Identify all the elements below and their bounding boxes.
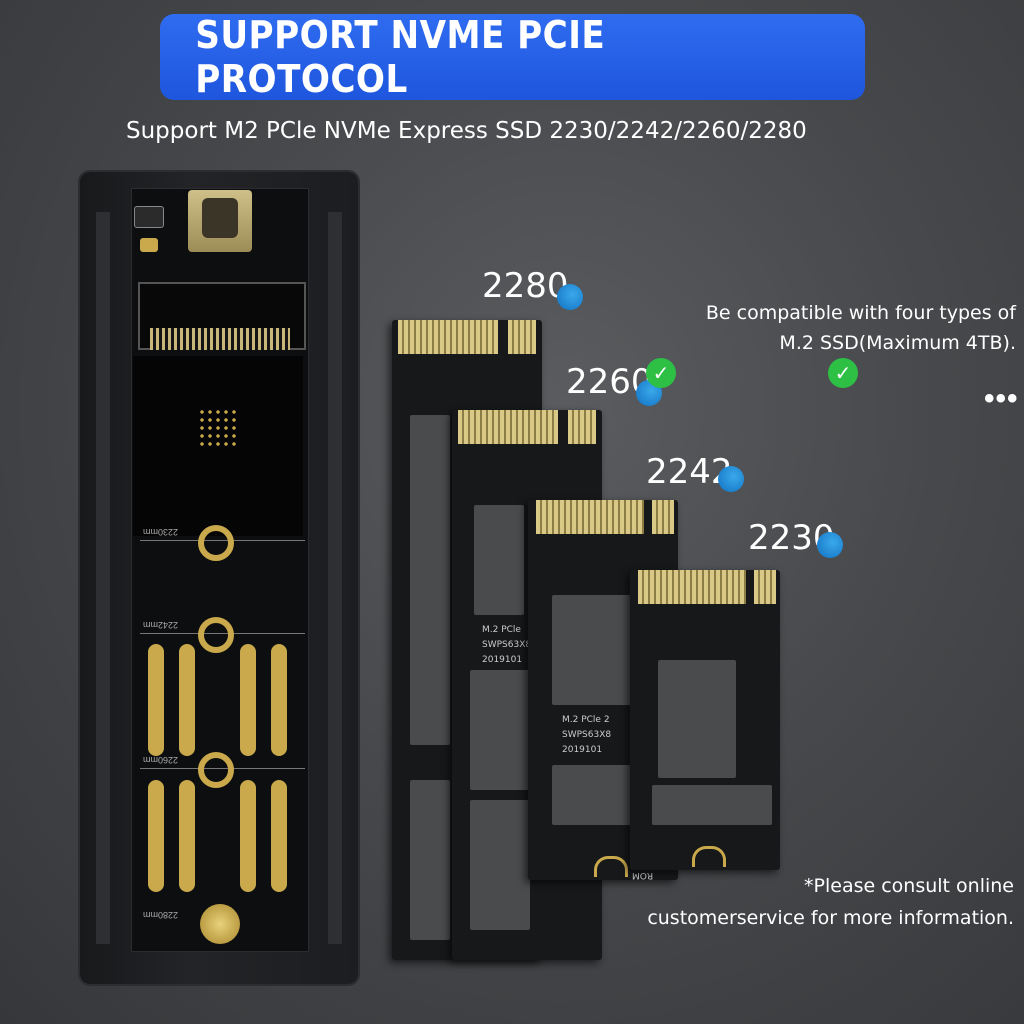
gold-fingers — [754, 570, 776, 604]
nand-chip — [552, 765, 632, 825]
ssd-print-line3b: 2019101 — [562, 745, 603, 755]
gold-fingers — [536, 500, 644, 534]
nand-chip — [658, 660, 736, 778]
gold-fingers — [398, 320, 498, 354]
standoff-ring-2242 — [198, 617, 234, 653]
ssd-print-line1: M.2 PCle — [482, 625, 521, 635]
nand-chip — [652, 785, 772, 825]
ssd-print-line2b: SWPS63X8 — [562, 730, 612, 740]
blue-dot-icon — [557, 284, 583, 310]
mark-2230: 2230mm — [143, 527, 179, 537]
nand-chip — [470, 800, 530, 930]
nand-chip — [410, 780, 450, 940]
thermal-pad — [240, 780, 256, 892]
thermal-pad — [179, 780, 195, 892]
blue-dot-icon — [817, 532, 843, 558]
blue-dot-icon — [718, 466, 744, 492]
thermal-pad — [271, 780, 287, 892]
gold-fingers — [568, 410, 596, 444]
ssd-print-line1b: M.2 PCle 2 — [562, 715, 610, 725]
compatibility-text: Be compatible with four types of M.2 SSD… — [706, 298, 1016, 358]
mounting-notch — [692, 846, 726, 867]
nand-chip — [470, 670, 530, 790]
note-text: *Please consult online customerservice f… — [647, 870, 1014, 934]
size-label-2242: 2242 — [646, 452, 733, 492]
vent-dots-icon — [198, 408, 238, 448]
mark-2242: 2242mm — [143, 620, 179, 630]
screw-icon — [200, 904, 240, 944]
check-icon: ✓ — [828, 358, 858, 388]
mark-2280: 2280mm — [143, 910, 179, 920]
ssd-2230 — [630, 570, 780, 870]
enclosure-rail-left — [96, 212, 110, 944]
nand-chip — [552, 595, 632, 705]
m2-slot-pins — [150, 328, 290, 350]
banner-title: SUPPORT NVME PCIE PROTOCOL — [195, 13, 606, 101]
title-banner: SUPPORT NVME PCIE PROTOCOL — [160, 13, 865, 101]
gold-fingers — [458, 410, 558, 444]
thermal-pad — [271, 644, 287, 756]
ssd-print-line3: 2019101 — [482, 655, 523, 665]
gold-fingers — [638, 570, 746, 604]
usb-c-port — [188, 190, 252, 252]
mark-2260: 2260mm — [143, 755, 179, 765]
thermal-pad — [148, 780, 164, 892]
thermal-pad — [240, 644, 256, 756]
standoff-ring-2260 — [198, 752, 234, 788]
controller-chip — [134, 206, 164, 228]
compatibility-line2: M.2 SSD(Maximum 4TB). — [779, 332, 1016, 354]
standoff-ring-2230 — [198, 525, 234, 561]
check-icon: ✓ — [646, 358, 676, 388]
compatibility-line1: Be compatible with four types of — [705, 302, 1016, 324]
mounting-notch — [594, 856, 628, 877]
subtitle: Support M2 PCle NVMe Express SSD 2230/22… — [126, 118, 807, 144]
note-line1: *Please consult online — [804, 875, 1014, 897]
gold-fingers — [652, 500, 674, 534]
note-line2: customerservice for more information. — [647, 907, 1014, 929]
enclosure-rail-right — [328, 212, 342, 944]
smd-component — [140, 238, 158, 252]
gold-fingers — [508, 320, 536, 354]
thermal-pad — [148, 644, 164, 756]
size-label-2280: 2280 — [482, 266, 569, 306]
nand-chip — [474, 505, 524, 615]
ssd-print-line2: SWPS63X8 — [482, 640, 532, 650]
thermal-pad — [179, 644, 195, 756]
nand-chip — [410, 415, 450, 745]
more-dots-icon: ••• — [984, 382, 1019, 415]
